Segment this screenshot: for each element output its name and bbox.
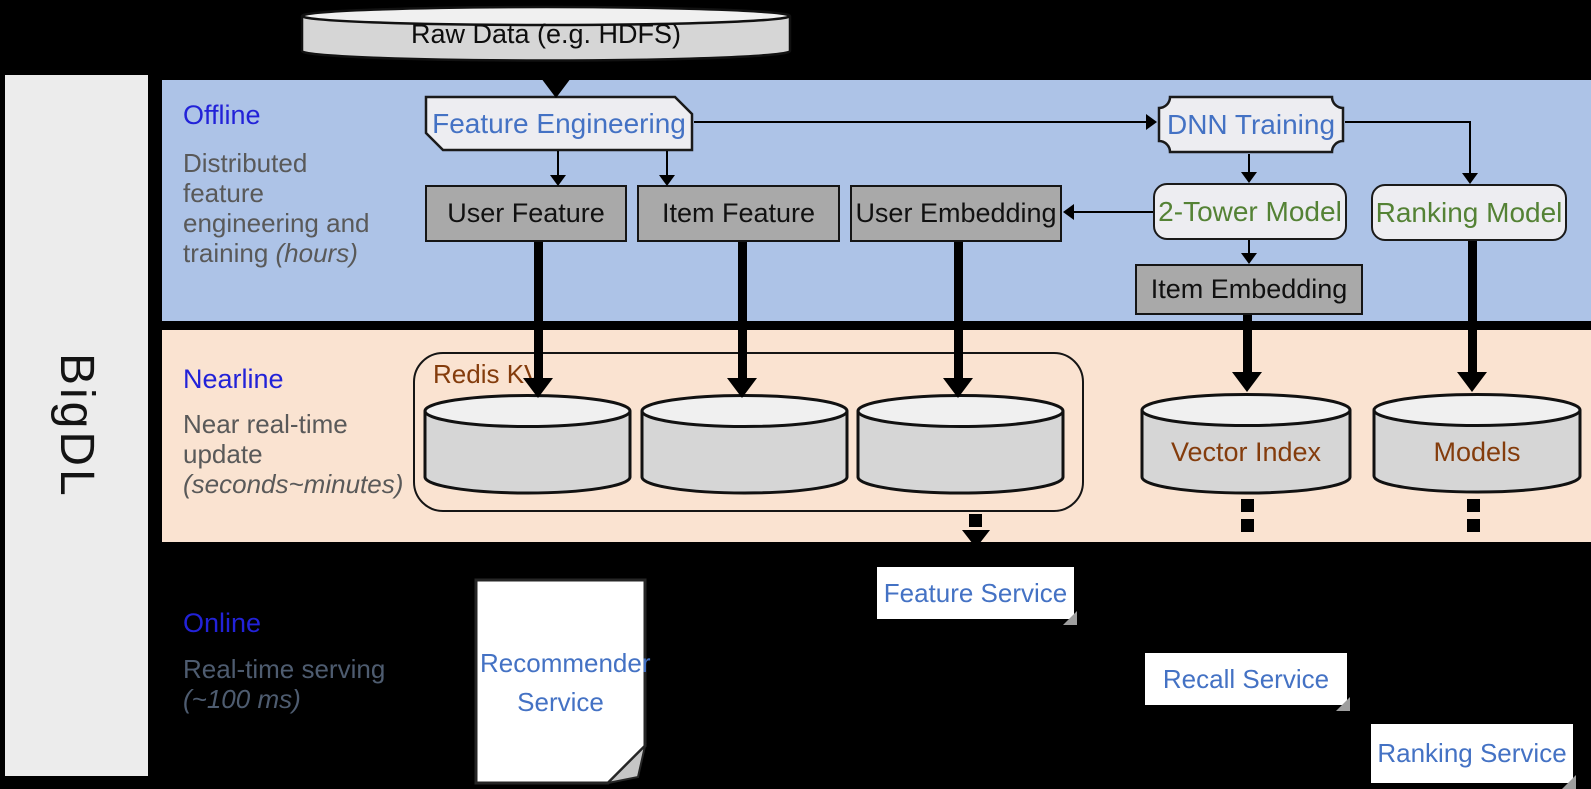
cylinder-shape (856, 394, 1065, 495)
raw-data-label: Raw Data (e.g. HDFS) (410, 19, 682, 49)
arrowhead-icon (659, 175, 675, 186)
arrow-dnn-to-rankingmodel-h (1345, 120, 1471, 124)
recommender-service-label: Recommender Service (480, 648, 651, 717)
nearline-header: Nearline Near real-time update (seconds~… (183, 364, 404, 500)
document-shape (474, 578, 647, 785)
dashed-link-models-1 (1466, 499, 1480, 512)
arrowhead-icon (727, 378, 757, 398)
folded-corner-icon (1336, 697, 1350, 711)
ranking-service-label: Ranking Service (1377, 738, 1567, 768)
folded-corner-icon (604, 742, 647, 785)
arrowhead-icon (550, 175, 566, 186)
vector-index-label: Vector Index (1170, 436, 1322, 467)
feature-engineering-label: Feature Engineering (432, 107, 686, 139)
arrowhead-icon (1063, 204, 1074, 220)
dashed-link-models-2 (1466, 519, 1480, 532)
cylinder-shape (640, 394, 849, 495)
bigdl-sidebar: BigDL (5, 75, 148, 776)
plaque-shape (1157, 95, 1345, 154)
arrow-itemfeature-to-kv (737, 242, 747, 380)
arrow-itemembedding-to-vectorindex (1242, 315, 1252, 372)
arrow-userembedding-to-kv (953, 242, 963, 380)
user-feature-node: User Feature (425, 185, 627, 242)
arrow-rankingmodel-to-models (1467, 241, 1477, 372)
arrow-twotower-to-userembedding (1074, 210, 1153, 214)
models-cylinder: Models (1372, 392, 1582, 501)
ranking-service-node: Ranking Service (1371, 724, 1576, 789)
cylinder-shape (423, 394, 632, 495)
kv-cylinder-3 (856, 393, 1065, 502)
recall-service-label: Recall Service (1162, 663, 1330, 694)
arrowhead-icon (523, 378, 553, 398)
arrow-dnn-to-rankingmodel-v (1468, 120, 1472, 174)
item-embedding-node: Item Embedding (1135, 264, 1363, 315)
redis-kv-container (413, 352, 1084, 512)
recommender-service-node: Recommender Service (474, 578, 651, 785)
arrowhead-icon (1146, 114, 1157, 130)
online-title: Online (183, 608, 262, 638)
bigdl-logo-text: BigDL (50, 352, 103, 499)
arrowhead-icon (1241, 253, 1257, 264)
recall-service-node: Recall Service (1145, 653, 1350, 711)
folded-corner-icon (1562, 775, 1576, 789)
cylinder-shape (1140, 393, 1352, 495)
arrow-fe-to-itemfeature (665, 151, 669, 177)
cylinder-shape (300, 5, 792, 62)
dnn-training-node: DNN Training (1157, 95, 1345, 154)
feature-service-node: Feature Service (877, 567, 1077, 625)
nearline-description: Near real-time update (seconds~minutes) (183, 409, 404, 500)
models-label: Models (1433, 436, 1521, 467)
offline-description: Distributed feature engineering and trai… (183, 148, 370, 269)
offline-header: Offline Distributed feature engineering … (183, 100, 391, 269)
dnn-training-label: DNN Training (1166, 108, 1336, 140)
arrowhead-icon (1232, 372, 1262, 392)
kv-cylinder-2 (640, 393, 849, 502)
nearline-title: Nearline (183, 364, 284, 394)
arrowhead-icon (943, 378, 973, 398)
arrowhead-icon (1462, 173, 1478, 184)
kv-cylinder-1 (423, 393, 632, 502)
arrowhead-icon (541, 78, 571, 98)
dashed-link-vectorindex-2 (1240, 519, 1254, 532)
arrow-dnn-to-twotower (1247, 154, 1251, 173)
arrow-fe-to-dnn (694, 120, 1146, 124)
raw-data-cylinder: Raw Data (e.g. HDFS) (300, 5, 792, 63)
arrowhead-icon (1457, 372, 1487, 392)
folded-corner-icon (1063, 611, 1077, 625)
feature-engineering-node: Feature Engineering (424, 95, 694, 152)
online-header: Online Real-time serving (~100 ms) (183, 608, 391, 714)
user-embedding-node: User Embedding (850, 185, 1062, 242)
ranking-model-node: Ranking Model (1371, 184, 1567, 241)
two-tower-model-node: 2-Tower Model (1153, 183, 1347, 240)
vector-index-cylinder: Vector Index (1140, 392, 1352, 502)
arrow-fe-to-userfeature (556, 151, 560, 177)
arrow-userfeature-to-kv (533, 242, 543, 380)
arrow-rawdata-to-fe (551, 62, 561, 80)
dashed-link-vectorindex-1 (1240, 499, 1254, 512)
cylinder-shape (1372, 393, 1582, 494)
arrow-twotower-to-itemembedding (1247, 240, 1251, 255)
arrowhead-icon (1241, 172, 1257, 183)
feature-service-label: Feature Service (883, 577, 1068, 608)
arrowhead-icon (962, 530, 990, 548)
offline-title: Offline (183, 100, 261, 130)
item-feature-node: Item Feature (637, 185, 840, 242)
online-description: Real-time serving (~100 ms) (183, 654, 386, 715)
card-shape (424, 95, 694, 152)
dashed-link-kv-to-featureservice (969, 514, 982, 527)
